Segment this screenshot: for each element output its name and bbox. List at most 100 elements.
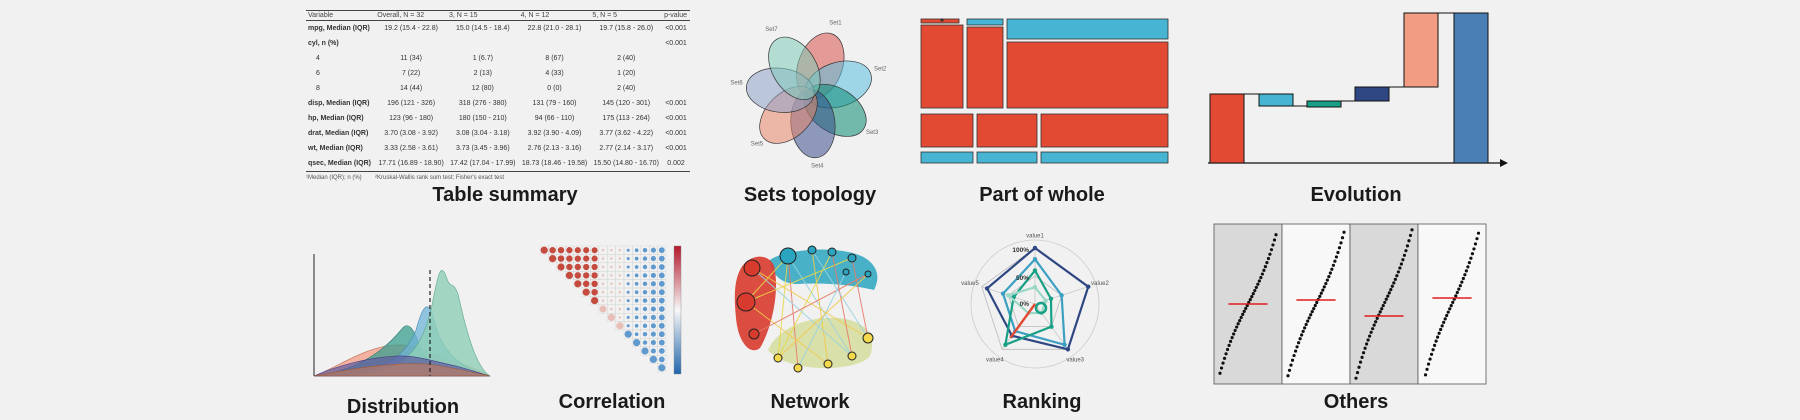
qq-point bbox=[1241, 312, 1245, 316]
corr-circle bbox=[574, 280, 582, 288]
radar-series-line bbox=[1006, 285, 1047, 315]
qq-point bbox=[1407, 239, 1411, 243]
row-label: 4 bbox=[316, 55, 320, 62]
corr-circle bbox=[618, 274, 621, 277]
qq-point bbox=[1312, 306, 1316, 311]
corr-circle bbox=[658, 322, 665, 329]
corr-circle bbox=[601, 274, 605, 277]
corr-circle bbox=[618, 257, 621, 260]
network-edge bbox=[751, 267, 853, 357]
treemap-cell bbox=[920, 113, 974, 148]
correlation-matrix bbox=[539, 245, 682, 375]
qq-point bbox=[1289, 363, 1293, 367]
summary-table: Variable Overall, N = 32 3, N = 15 4, N … bbox=[306, 10, 690, 181]
network-node bbox=[793, 363, 803, 373]
treemap-cell bbox=[1040, 151, 1169, 164]
corr-circle bbox=[642, 290, 648, 295]
corr-circle bbox=[658, 364, 666, 372]
network-node bbox=[807, 245, 817, 255]
caption-correlation: Correlation bbox=[558, 391, 666, 413]
qq-point bbox=[1218, 371, 1222, 375]
table-row: drat, Median (IQR)3.70 (3.08 - 3.92)3.08… bbox=[306, 126, 690, 141]
qq-point bbox=[1434, 339, 1438, 343]
qq-point bbox=[1455, 290, 1459, 295]
network-group-hull bbox=[768, 317, 873, 369]
treemap-cell bbox=[966, 26, 1004, 109]
radar-ring-label: 0% bbox=[1020, 301, 1030, 308]
network-node bbox=[842, 268, 850, 276]
corr-circle bbox=[591, 280, 598, 287]
table-cell: 7 (22) bbox=[401, 70, 421, 77]
qq-point bbox=[1368, 334, 1372, 338]
table-cell bbox=[662, 51, 690, 66]
qq-point bbox=[1374, 320, 1378, 324]
corr-circle bbox=[642, 298, 648, 303]
radar-axis-label: value3 bbox=[1066, 357, 1084, 363]
radar-grid-ring bbox=[1007, 275, 1063, 328]
qq-point bbox=[1423, 373, 1428, 377]
qq-point bbox=[1429, 352, 1434, 356]
corr-circle bbox=[650, 256, 656, 262]
qq-point bbox=[1387, 291, 1391, 295]
qq-point bbox=[1235, 325, 1239, 329]
radar-point bbox=[1059, 293, 1064, 298]
qq-point bbox=[1327, 275, 1331, 279]
column-header: 4, N = 12 bbox=[518, 10, 591, 21]
radar-series bbox=[984, 245, 1091, 352]
table-cell: 2 (40) bbox=[617, 55, 636, 62]
qq-point bbox=[1473, 242, 1478, 246]
corr-circle bbox=[642, 256, 648, 261]
table-cell: <0.001 bbox=[665, 115, 687, 122]
qq-point bbox=[1428, 357, 1432, 361]
row-label: qsec, Median (IQR) bbox=[306, 156, 376, 172]
corr-circle bbox=[601, 291, 605, 294]
network-node bbox=[862, 332, 874, 344]
table-row: disp, Median (IQR)196 (121 - 326)318 (27… bbox=[306, 96, 690, 111]
qq-point bbox=[1358, 360, 1363, 364]
corr-circle bbox=[591, 263, 598, 271]
radar-point bbox=[1049, 324, 1054, 329]
table-cell: 196 (121 - 326) bbox=[387, 100, 436, 107]
qq-point bbox=[1232, 332, 1236, 336]
set-label: Set5 bbox=[751, 142, 764, 148]
table-cell: 14 (44) bbox=[400, 85, 423, 92]
table-cell: 3.77 (3.62 - 4.22) bbox=[599, 130, 654, 137]
corr-circle bbox=[624, 330, 632, 338]
table-cell bbox=[590, 36, 662, 51]
radar-point bbox=[1000, 291, 1006, 296]
qq-point bbox=[1336, 250, 1340, 255]
qq-point bbox=[1221, 361, 1225, 365]
corr-circle bbox=[591, 288, 598, 296]
corr-circle bbox=[626, 290, 630, 294]
qq-point bbox=[1333, 259, 1337, 263]
corr-circle bbox=[658, 272, 665, 279]
qq-point bbox=[1228, 339, 1233, 343]
qq-point bbox=[1248, 297, 1252, 302]
corr-circle bbox=[607, 313, 615, 321]
corr-circle bbox=[634, 265, 639, 269]
qq-point bbox=[1324, 281, 1328, 286]
qq-point bbox=[1475, 237, 1479, 241]
corr-cell-border bbox=[657, 363, 667, 373]
caption-part-of-whole: Part of whole bbox=[979, 184, 1105, 206]
qq-point bbox=[1467, 261, 1472, 265]
facet-panel bbox=[1417, 223, 1487, 385]
network-node bbox=[827, 247, 837, 257]
treemap-cell bbox=[920, 18, 960, 24]
qq-point bbox=[1268, 252, 1272, 256]
corr-circle bbox=[650, 247, 656, 253]
table-cell: 19.2 (15.4 - 22.8) bbox=[384, 25, 438, 32]
column-header: p-value bbox=[662, 10, 690, 21]
corr-circle bbox=[610, 265, 613, 269]
qq-point bbox=[1439, 327, 1443, 332]
network-edge bbox=[811, 249, 869, 339]
corr-circle bbox=[601, 249, 605, 252]
row-label: wt, Median (IQR) bbox=[308, 145, 363, 152]
network-node bbox=[748, 328, 760, 340]
qq-point bbox=[1408, 233, 1413, 238]
caption-distribution: Distribution bbox=[346, 396, 460, 418]
network-node bbox=[779, 247, 797, 265]
corr-circle bbox=[583, 272, 590, 279]
corr-circle bbox=[557, 263, 565, 271]
qq-point bbox=[1383, 300, 1387, 305]
